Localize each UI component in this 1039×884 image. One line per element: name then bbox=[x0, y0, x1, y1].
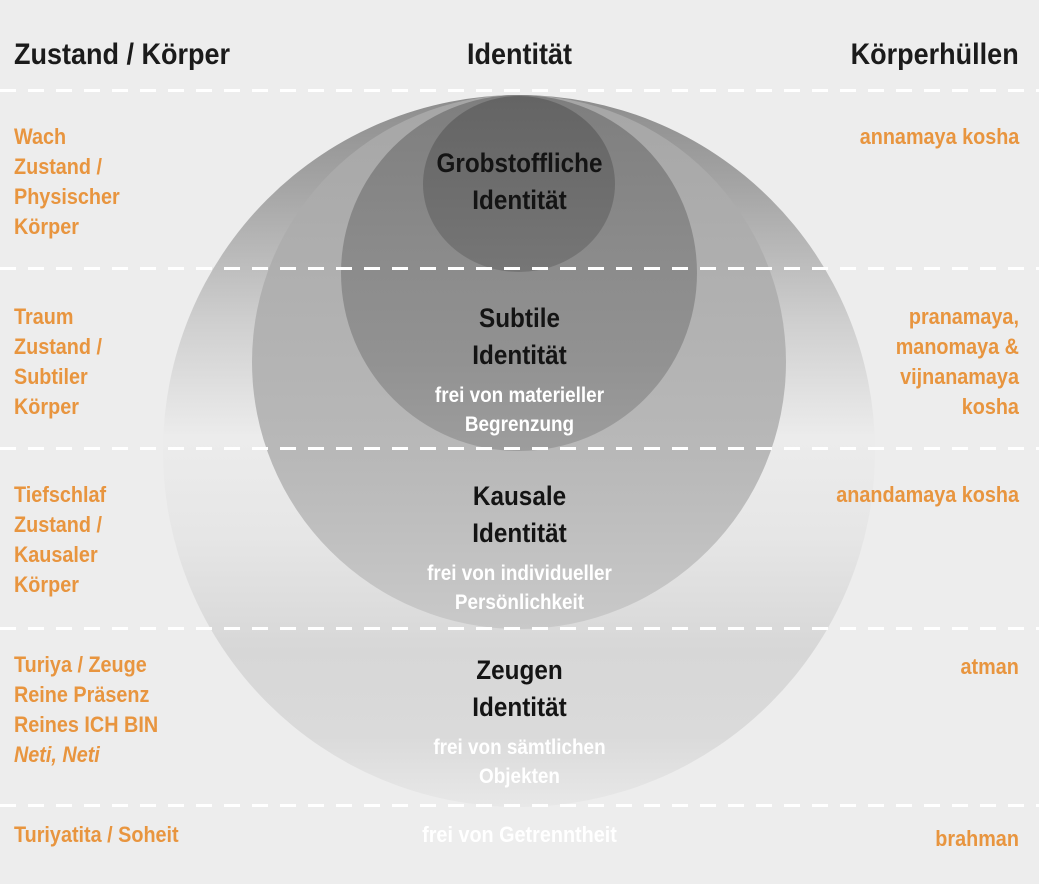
label-line: Turiya / Zeuge bbox=[14, 652, 147, 677]
circle-title-line: Identität bbox=[472, 185, 567, 215]
label-dream-state: Traum Zustand / Subtiler Körper bbox=[14, 302, 102, 422]
row-divider-1 bbox=[0, 89, 1039, 92]
column-header-sheaths: Körperhüllen bbox=[850, 38, 1019, 71]
label-line: Turiyatita / Soheit bbox=[14, 822, 179, 847]
circle-subtitle-line: Objekten bbox=[479, 765, 560, 788]
label-line: anandamaya kosha bbox=[836, 482, 1019, 507]
nonduality-caption: frei von Getrenntheit bbox=[422, 822, 617, 847]
label-waking-state: Wach Zustand / Physischer Körper bbox=[14, 122, 120, 242]
label-line: Subtiler bbox=[14, 364, 88, 389]
label-line-italic: Neti, Neti bbox=[14, 742, 100, 767]
label-line: Physischer bbox=[14, 184, 120, 209]
circle-subtitle-line: frei von materieller bbox=[434, 384, 605, 407]
row-divider-3 bbox=[0, 447, 1039, 450]
label-line: Zustand / bbox=[14, 334, 103, 359]
label-line: vijnanamaya bbox=[900, 364, 1019, 389]
row-divider-4 bbox=[0, 627, 1039, 630]
row-divider-5 bbox=[0, 804, 1039, 807]
circle-title-line: Grobstoffliche bbox=[436, 148, 603, 178]
label-line: Reines ICH BIN bbox=[14, 712, 159, 737]
label-prana-mano-vijnana-kosha: pranamaya, manomaya & vijnanamaya kosha bbox=[896, 302, 1019, 422]
circle-title-line: Zeugen bbox=[476, 655, 563, 685]
label-atman: atman bbox=[961, 652, 1019, 682]
witness-identity-text: Zeugen Identität frei von sämtlichen Obj… bbox=[52, 652, 987, 791]
label-line: Reine Präsenz bbox=[14, 682, 150, 707]
label-line: atman bbox=[960, 654, 1019, 679]
circle-title-line: Subtile bbox=[478, 303, 560, 333]
label-line: Körper bbox=[14, 572, 79, 597]
subtle-identity-text: Subtile Identität frei von materieller B… bbox=[52, 300, 987, 439]
label-line: Tiefschlaf bbox=[14, 482, 107, 507]
label-line: Körper bbox=[14, 394, 79, 419]
label-line: annamaya kosha bbox=[859, 124, 1019, 149]
label-deep-sleep-state: Tiefschlaf Zustand / Kausaler Körper bbox=[14, 480, 106, 600]
label-line: Körper bbox=[14, 214, 79, 239]
label-line: Kausaler bbox=[14, 542, 98, 567]
column-header-states: Zustand / Körper bbox=[14, 38, 231, 71]
circle-title-line: Identität bbox=[472, 340, 567, 370]
column-header-identity: Identität bbox=[466, 38, 572, 71]
label-line: pranamaya, bbox=[908, 304, 1019, 329]
label-line: kosha bbox=[961, 394, 1019, 419]
circle-subtitle-line: Persönlichkeit bbox=[454, 591, 585, 614]
gross-identity-text: Grobstoffliche Identität bbox=[52, 145, 987, 219]
label-brahman: brahman bbox=[935, 824, 1019, 854]
circle-subtitle-line: frei von sämtlichen bbox=[433, 736, 606, 759]
circle-title-line: Kausale bbox=[472, 481, 567, 511]
label-line: Zustand / bbox=[14, 154, 103, 179]
circle-subtitle-line: Begrenzung bbox=[464, 413, 575, 436]
label-turiyatita-state: Turiyatita / Soheit bbox=[14, 820, 179, 850]
label-turiya-state: Turiya / Zeuge Reine Präsenz Reines ICH … bbox=[14, 650, 158, 770]
circle-subtitle-line: frei von individueller bbox=[427, 562, 612, 585]
label-anandamaya-kosha: anandamaya kosha bbox=[836, 480, 1019, 510]
causal-identity-text: Kausale Identität frei von individueller… bbox=[52, 478, 987, 617]
label-line: Zustand / bbox=[14, 512, 103, 537]
circle-title-line: Identität bbox=[472, 692, 567, 722]
label-line: Wach bbox=[14, 124, 67, 149]
row-divider-2 bbox=[0, 267, 1039, 270]
circle-title-line: Identität bbox=[472, 518, 567, 548]
label-line: manomaya & bbox=[895, 334, 1019, 359]
label-line: brahman bbox=[935, 826, 1019, 851]
circle-gross-identity bbox=[423, 96, 615, 272]
label-line: Traum bbox=[14, 304, 74, 329]
label-annamaya-kosha: annamaya kosha bbox=[859, 122, 1019, 152]
